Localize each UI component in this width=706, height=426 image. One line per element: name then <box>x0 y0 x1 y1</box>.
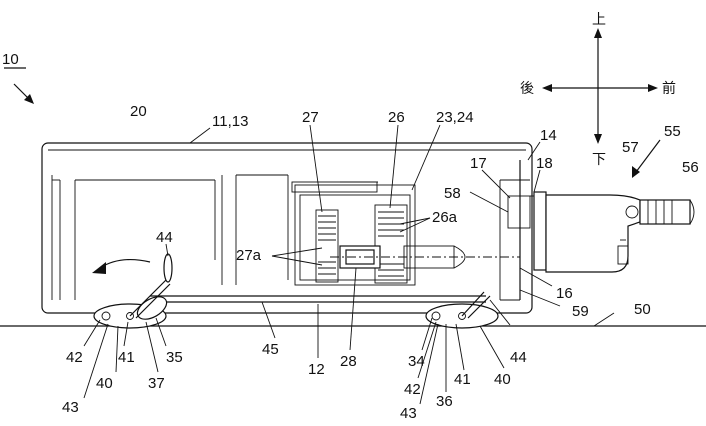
ref-label: 34 <box>408 353 425 370</box>
ref-label: 50 <box>634 301 651 318</box>
ref-label: 27 <box>302 109 319 126</box>
direction-up-label: 上 <box>592 12 606 28</box>
ref-label: 26a <box>432 209 458 226</box>
flow-arrow <box>100 260 150 268</box>
ref-label: 44 <box>156 229 173 246</box>
flow-arrow-head <box>92 262 106 274</box>
ref-label: 56 <box>682 159 699 176</box>
ref-label: 35 <box>166 349 183 366</box>
nozzle-55 <box>534 192 640 272</box>
ref-label: 45 <box>262 341 279 358</box>
fan-26 <box>375 205 407 283</box>
ref-label: 16 <box>556 285 573 302</box>
ref-label: 44 <box>510 349 527 366</box>
ref-label: 43 <box>400 405 417 422</box>
ref-label: 17 <box>470 155 487 172</box>
main-ref-label: 10 <box>2 51 19 68</box>
ref-label: 40 <box>494 371 511 388</box>
wheel-assembly-right <box>426 292 498 328</box>
ref-label: 42 <box>404 381 421 398</box>
ref-label: 20 <box>130 103 147 120</box>
ref-label: 42 <box>66 349 83 366</box>
ref-label: 43 <box>62 399 79 416</box>
direction-indicator <box>542 28 658 144</box>
ref-label: 59 <box>572 303 589 320</box>
ref-label: 27a <box>236 247 262 264</box>
rod-45 <box>150 296 486 302</box>
ref-label: 57 <box>622 139 639 156</box>
hose-56 <box>640 200 694 224</box>
ref-label: 37 <box>148 375 165 392</box>
ref-label: 41 <box>118 349 135 366</box>
ref-label: 36 <box>436 393 453 410</box>
ref-label: 18 <box>536 155 553 172</box>
fan-27 <box>316 210 338 282</box>
ref-label: 11,13 <box>212 113 248 130</box>
direction-down-label: 下 <box>592 152 606 168</box>
ref-label: 41 <box>454 371 471 388</box>
housing-body <box>42 143 532 313</box>
ref-label: 12 <box>308 361 325 378</box>
ref-label: 40 <box>96 375 113 392</box>
ref-label: 14 <box>540 127 557 144</box>
ref-label: 58 <box>444 185 461 202</box>
ref-label: 23,24 <box>436 109 474 126</box>
direction-rear-label: 後 <box>520 81 534 97</box>
ref-label: 55 <box>664 123 681 140</box>
ref-label: 26 <box>388 109 405 126</box>
direction-front-label: 前 <box>662 80 676 97</box>
ref-label: 28 <box>340 353 357 370</box>
shaft-28 <box>330 246 520 268</box>
